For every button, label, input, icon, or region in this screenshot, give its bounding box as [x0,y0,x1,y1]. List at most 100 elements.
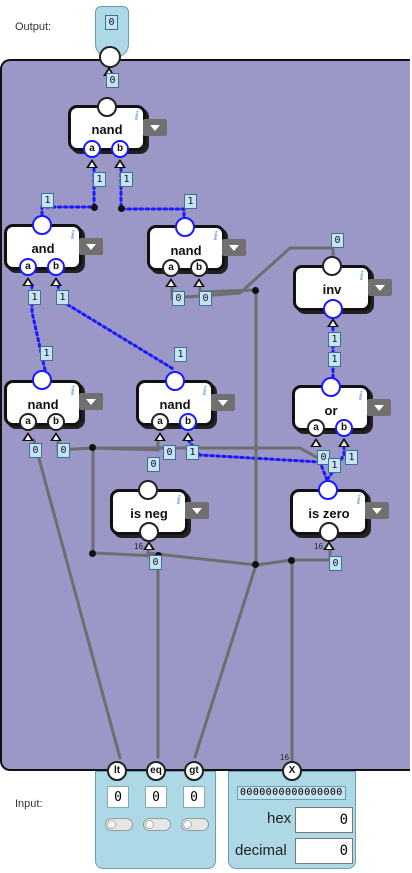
output-port[interactable] [318,480,338,500]
output-port[interactable] [322,256,342,276]
gt-toggle[interactable] [181,818,209,831]
input-arrow [114,159,126,168]
input-pin-gt[interactable]: gt [184,761,204,781]
input-pin-lt[interactable]: lt [107,761,127,781]
wire-value: 0 [199,291,212,306]
lt-value: 0 [107,786,129,808]
hex-input[interactable]: 0 [295,807,353,833]
gate-menu-button[interactable] [365,502,389,519]
gate-label: or [324,403,338,418]
eq-value: 0 [145,786,167,808]
input-port[interactable] [139,522,159,542]
gate-label: and [31,241,55,256]
info-icon[interactable]: i [176,493,181,507]
input-pin-a[interactable]: a [19,413,37,431]
gate-menu-button[interactable] [368,279,392,296]
wire-value: 0 [57,443,70,458]
info-icon[interactable]: i [358,389,363,403]
output-port[interactable] [32,370,52,390]
output-value: 0 [105,15,118,30]
lt-toggle[interactable] [105,818,133,831]
gate-label: inv [322,282,342,297]
info-icon[interactable]: i [70,384,75,398]
junction-dot [252,561,259,568]
wire-value: 0 [147,457,160,472]
input-panel-x: 0000000000000000 hex 0 decimal 0 [228,771,356,869]
input-port[interactable] [319,522,339,542]
gate-menu-button[interactable] [79,238,103,255]
gate-menu-button[interactable] [222,239,246,256]
gate-menu-button[interactable] [143,119,167,136]
eq-toggle[interactable] [143,818,171,831]
input-pin-a[interactable]: a [162,259,180,277]
output-port[interactable] [321,377,341,397]
info-icon[interactable]: i [134,109,139,123]
input-arrow [182,432,194,441]
input-pin-b[interactable]: b [47,413,65,431]
wire-value: 0 [317,450,330,465]
wire-and-b [56,283,177,372]
junction-dot [118,205,125,212]
output-port[interactable] [97,97,117,117]
input-pin-a[interactable]: a [19,258,37,276]
wire-value: 0 [29,443,42,458]
input-port[interactable] [323,299,343,319]
wire-value: 1 [56,290,69,305]
input-arrow [22,277,34,286]
input-pin-b[interactable]: b [47,258,65,276]
output-label: Output: [15,21,52,33]
wire-value: 0 [106,73,119,88]
output-port[interactable] [99,46,121,68]
info-icon[interactable]: i [202,384,207,398]
wire-value: 1 [28,290,41,305]
wire-nandmid-out [119,166,186,220]
info-icon[interactable]: i [359,269,364,283]
decimal-input[interactable]: 0 [295,838,353,864]
info-icon[interactable]: i [356,493,361,507]
gate-label: nand [27,397,59,412]
input-pin-b[interactable]: b [179,413,197,431]
wire-x [146,551,294,772]
input-pin-x[interactable]: X [282,761,302,781]
gate-label: is neg [130,506,168,521]
input-arrow [22,432,34,441]
wire-value: 1 [345,450,358,465]
gate-label: is zero [308,506,350,521]
wire-and-out [40,166,96,216]
junction-dot [252,287,259,294]
junction-dot [91,204,98,211]
wire-value: 1 [41,193,54,208]
input-pin-b[interactable]: b [111,140,129,158]
gate-menu-button[interactable] [367,399,391,416]
output-port[interactable] [165,371,185,391]
input-pin-b[interactable]: b [335,419,353,437]
gate-menu-button[interactable] [79,393,103,410]
x-bits: 0000000000000000 [237,786,346,800]
gate-menu-button[interactable] [211,394,235,411]
wire-value: 0 [329,556,342,571]
wire-value: 0 [149,555,162,570]
info-icon[interactable]: i [70,228,75,242]
wire-value: 1 [184,194,197,209]
wire-value: 1 [120,172,133,187]
input-pin-a[interactable]: a [151,413,169,431]
input-pin-eq[interactable]: eq [146,761,166,781]
wire-value: 1 [186,445,199,460]
gate-label: nand [170,243,202,258]
gate-nand-mid[interactable]: nand i [147,225,225,271]
input-arrow [165,278,177,287]
output-port[interactable] [138,480,158,500]
input-pin-a[interactable]: a [307,419,325,437]
junction-dot [288,557,295,564]
wire-value: 0 [172,291,185,306]
output-port[interactable] [175,217,195,237]
input-arrow [86,159,98,168]
gate-menu-button[interactable] [185,502,209,519]
gate-or[interactable]: or i [292,385,370,431]
input-pin-a[interactable]: a [83,140,101,158]
gate-nand-top[interactable]: nand i [68,105,146,151]
gate-label: nand [91,122,123,137]
output-port[interactable] [32,215,52,235]
input-pin-b[interactable]: b [190,259,208,277]
info-icon[interactable]: i [213,229,218,243]
